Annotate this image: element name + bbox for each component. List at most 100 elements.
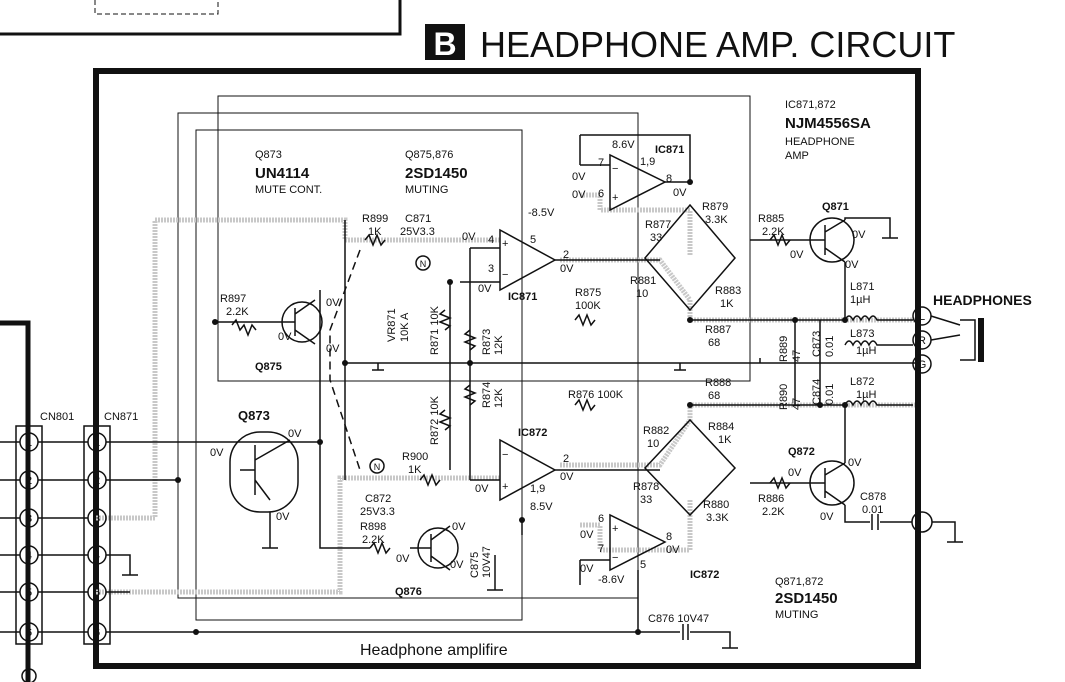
- jack-g: [912, 354, 932, 374]
- vr871-link: [329, 249, 361, 471]
- note-q875-part: 2SD1450: [405, 165, 468, 182]
- q872-label: Q872: [788, 446, 815, 458]
- svg-text:2.2K: 2.2K: [762, 226, 785, 238]
- svg-text:1µH: 1µH: [856, 345, 876, 357]
- svg-text:8.5V: 8.5V: [530, 501, 553, 513]
- q873-label: Q873: [238, 408, 270, 423]
- footer-label: Headphone amplifire: [360, 642, 508, 659]
- svg-text:12K: 12K: [493, 335, 505, 355]
- svg-text:100K: 100K: [575, 300, 601, 312]
- svg-text:R873: R873: [481, 329, 493, 355]
- svg-text:0V: 0V: [452, 521, 466, 533]
- svg-text:R890: R890: [778, 384, 790, 410]
- q871-label: Q871: [822, 201, 849, 213]
- svg-text:0V: 0V: [475, 483, 489, 495]
- ic871-opamp-a: [499, 228, 557, 292]
- svg-text:6: 6: [26, 627, 32, 639]
- svg-text:0V: 0V: [326, 297, 340, 309]
- ic872-opamp-b: [609, 513, 667, 572]
- svg-text:3.3K: 3.3K: [705, 214, 728, 226]
- r873-resistor: [462, 329, 478, 351]
- connector-wires: [0, 441, 88, 633]
- svg-text:25V3.3: 25V3.3: [360, 506, 395, 518]
- svg-text:0.01: 0.01: [824, 384, 836, 405]
- svg-text:2: 2: [94, 475, 100, 487]
- svg-text:0.01: 0.01: [862, 504, 883, 516]
- svg-text:0V: 0V: [560, 471, 574, 483]
- headphone-plug: [930, 315, 976, 361]
- svg-text:1,9: 1,9: [530, 483, 545, 495]
- cn801-body: [15, 425, 43, 645]
- svg-text:0.01: 0.01: [824, 336, 836, 357]
- signal-path-fb-r: [580, 500, 693, 553]
- r899-resistor: [364, 232, 386, 248]
- svg-text:10V47: 10V47: [481, 546, 493, 578]
- svg-text:R879: R879: [702, 201, 728, 213]
- svg-text:1: 1: [94, 437, 100, 449]
- svg-text:R878: R878: [633, 481, 659, 493]
- c871-polarity-mark: N: [420, 259, 427, 269]
- r876-resistor: [574, 397, 596, 413]
- svg-text:2: 2: [26, 475, 32, 487]
- r898-resistor: [369, 540, 391, 556]
- svg-text:0V: 0V: [288, 428, 302, 440]
- svg-text:L872: L872: [850, 376, 874, 388]
- signal-path-fb-l: [580, 192, 693, 255]
- svg-text:R871 10K: R871 10K: [429, 305, 441, 355]
- svg-text:0V: 0V: [278, 331, 292, 343]
- svg-text:R882: R882: [643, 425, 669, 437]
- svg-text:1: 1: [26, 437, 32, 449]
- cn871-label: CN871: [104, 411, 138, 423]
- svg-text:1K: 1K: [368, 226, 382, 238]
- svg-text:R887: R887: [705, 324, 731, 336]
- note-q871-part: 2SD1450: [775, 590, 838, 607]
- svg-text:0V: 0V: [572, 189, 586, 201]
- inner-box-3: [195, 129, 523, 621]
- svg-text:1K: 1K: [408, 464, 422, 476]
- svg-text:0V: 0V: [560, 263, 574, 275]
- svg-text:G: G: [918, 359, 927, 371]
- note-q871-ref: Q871,872: [775, 576, 823, 588]
- connector-nets: [106, 441, 640, 633]
- svg-text:8.6V: 8.6V: [612, 139, 635, 151]
- q873-transistor: [229, 431, 299, 513]
- r871-resistor: [437, 309, 453, 331]
- svg-text:5: 5: [530, 234, 536, 246]
- svg-text:0V: 0V: [580, 529, 594, 541]
- cn801-extra-pin: [21, 668, 37, 682]
- previous-section-frame: [0, 0, 402, 36]
- svg-text:0V: 0V: [478, 283, 492, 295]
- svg-text:R884: R884: [708, 421, 734, 433]
- svg-text:0V: 0V: [210, 447, 224, 459]
- svg-text:1K: 1K: [720, 298, 734, 310]
- ground-rail: [345, 358, 915, 364]
- svg-text:6: 6: [598, 513, 604, 525]
- svg-text:1,9: 1,9: [640, 156, 655, 168]
- svg-text:5: 5: [94, 587, 100, 599]
- svg-text:R897: R897: [220, 293, 246, 305]
- svg-text:2: 2: [563, 453, 569, 465]
- svg-text:−: −: [502, 449, 508, 461]
- l873-coil: [844, 340, 913, 347]
- ic872-label-b: IC872: [690, 569, 719, 581]
- left-thick-frame: [0, 320, 31, 682]
- svg-text:4: 4: [488, 234, 494, 246]
- svg-text:0V: 0V: [848, 457, 862, 469]
- svg-text:3.3K: 3.3K: [706, 512, 729, 524]
- svg-text:L871: L871: [850, 281, 874, 293]
- svg-text:-8.6V: -8.6V: [598, 574, 625, 586]
- r886-resistor: [769, 475, 791, 491]
- svg-text:−: −: [502, 269, 508, 281]
- svg-text:10: 10: [636, 288, 648, 300]
- svg-text:0V: 0V: [396, 553, 410, 565]
- svg-text:−: −: [612, 552, 618, 564]
- svg-text:1µH: 1µH: [856, 389, 876, 401]
- svg-text:4: 4: [26, 550, 32, 562]
- bias-nets: [449, 247, 500, 481]
- signal-path-r-output: [560, 402, 915, 468]
- svg-text:R886: R886: [758, 493, 784, 505]
- svg-text:C873: C873: [811, 331, 823, 357]
- svg-text:2.2K: 2.2K: [762, 506, 785, 518]
- svg-text:C876 10V47: C876 10V47: [648, 613, 709, 625]
- svg-text:12K: 12K: [493, 388, 505, 408]
